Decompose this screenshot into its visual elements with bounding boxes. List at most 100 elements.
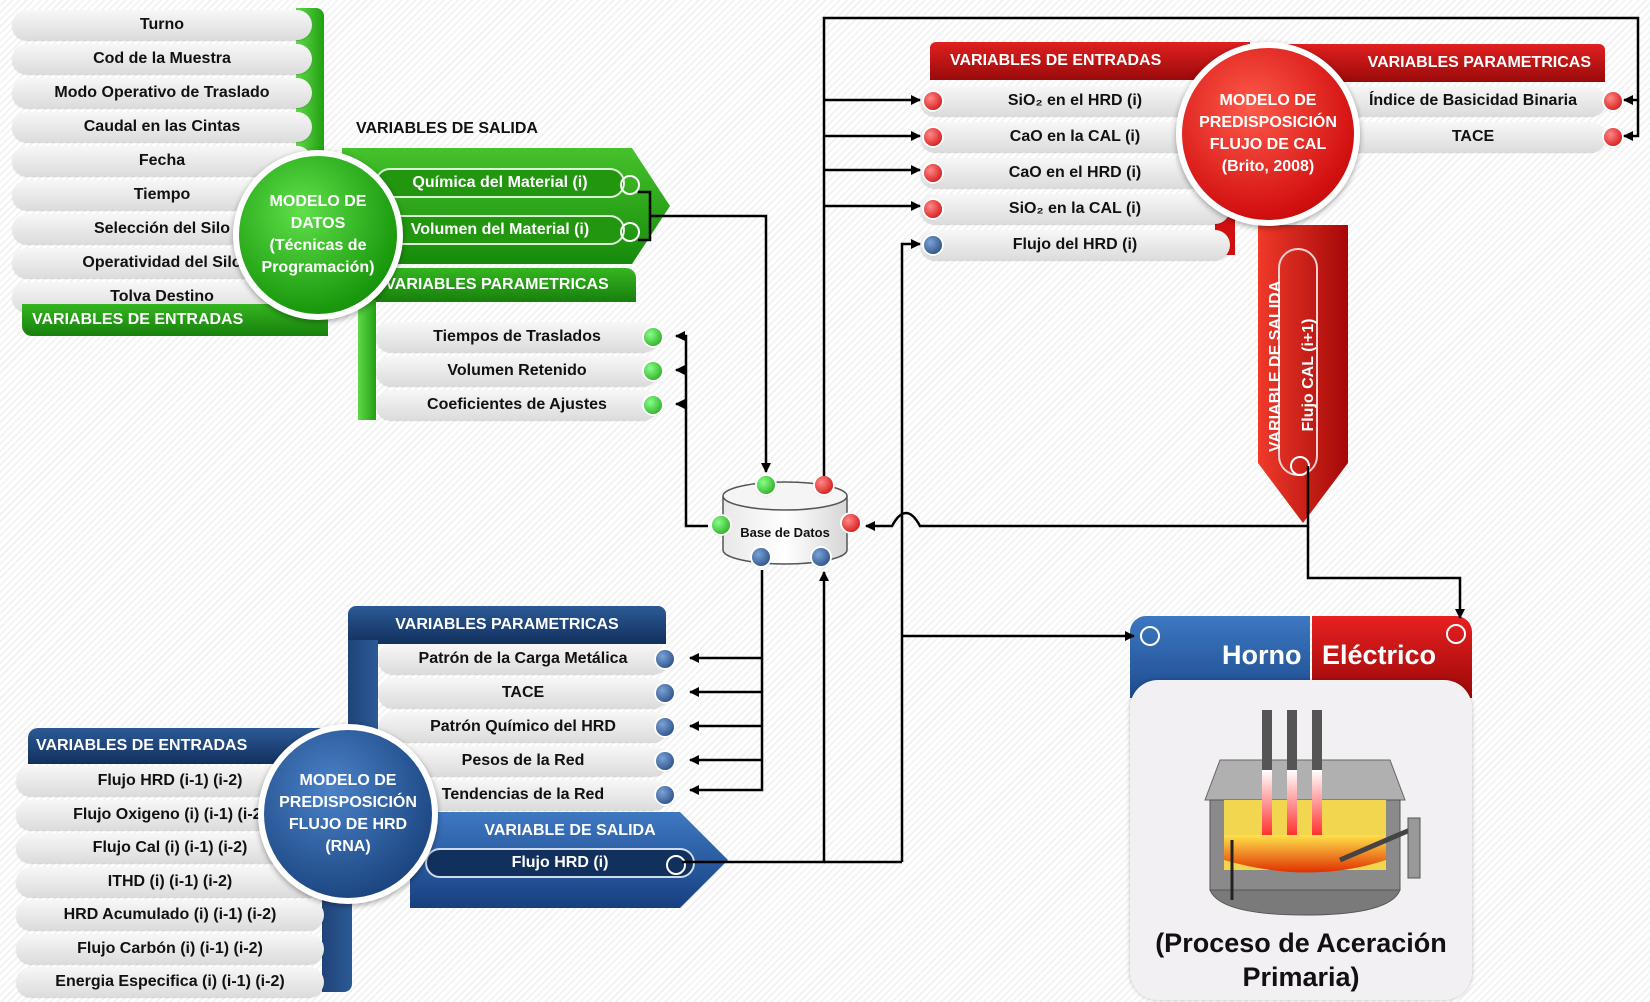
blue-input-item: ITHD (i) (i-1) (i-2) — [16, 866, 324, 897]
furnace-caption: (Proceso de Aceración Primaria) — [1155, 928, 1447, 992]
furnace-illustration — [1204, 710, 1421, 916]
blue-param-port — [656, 786, 674, 804]
green-input-item: Cod de la Muestra — [12, 44, 312, 74]
blue-output-pill: Flujo HRD (i) — [425, 848, 695, 878]
green-model-title: MODELO DE DATOS (Técnicas de Programació… — [261, 193, 375, 276]
green-input-item-label: Fecha — [138, 152, 186, 169]
blue-param-port — [656, 718, 674, 736]
green-output-1: Química del Material (i) — [412, 174, 588, 191]
red-param-item: Índice de Basicidad Binaria — [1340, 86, 1606, 116]
blue-param-item-label: TACE — [501, 684, 545, 701]
database-cylinder — [722, 481, 848, 565]
red-input-port — [924, 164, 942, 182]
green-input-item-label: Tiempo — [133, 186, 191, 203]
green-outputs-header: VARIABLES DE SALIDA — [356, 120, 538, 137]
blue-param-item-label: Tendencias de la Red — [441, 786, 605, 803]
blue-param-item-label: Patrón de la Carga Metálica — [418, 650, 628, 667]
green-param-port — [644, 328, 662, 346]
green-output-2-port — [620, 222, 640, 242]
green-output-pill-2: Volumen del Material (i) — [375, 215, 625, 245]
green-input-item-label: Caudal en las Cintas — [83, 118, 241, 135]
green-input-item-label: Operatividad del Silo — [82, 254, 242, 271]
red-model-title: MODELO DE PREDISPOSICIÓN FLUJO DE CAL (B… — [1199, 92, 1337, 175]
blue-input-item: Energia Especifica (i) (i-1) (i-2) — [16, 967, 324, 997]
db-port-blue-out — [752, 548, 770, 566]
blue-input-item-label: HRD Acumulado (i) (i-1) (i-2) — [63, 906, 277, 923]
red-param-item-label: TACE — [1451, 128, 1495, 145]
blue-param-item: Patrón de la Carga Metálica — [378, 644, 668, 674]
red-model-circle: MODELO DE PREDISPOSICIÓN FLUJO DE CAL (B… — [1176, 42, 1360, 226]
blue-input-item-label: Energia Especifica (i) (i-1) (i-2) — [55, 973, 285, 990]
red-input-item-label: CaO en la CAL (i) — [1009, 128, 1141, 145]
red-input-port — [924, 92, 942, 110]
database-label: Base de Datos — [740, 525, 830, 540]
green-input-item-label: Tolva Destino — [110, 288, 214, 305]
blue-output: Flujo HRD (i) — [511, 854, 609, 871]
green-param-port — [644, 396, 662, 414]
blue-param-item-label: Patrón Químico del HRD — [430, 718, 616, 735]
red-input-item-label: CaO en el HRD (i) — [1008, 164, 1142, 181]
green-output-2: Volumen del Material (i) — [410, 221, 590, 238]
green-param-item-label: Coeficientes de Ajustes — [427, 396, 607, 413]
furnace-port-blue — [1140, 626, 1160, 646]
green-input-item-label: Cod de la Muestra — [93, 50, 231, 67]
green-input-item-label: Turno — [139, 16, 185, 33]
blue-param-port — [656, 684, 674, 702]
blue-input-item-label: Flujo Oxigeno (i) (i-1) (i-2) — [73, 805, 267, 823]
green-param-item: Tiempos de Traslados — [376, 322, 658, 352]
green-input-item: Modo Operativo de Traslado — [12, 78, 312, 108]
red-param-item-label: Índice de Basicidad Binaria — [1368, 92, 1578, 109]
green-input-item: Turno — [12, 10, 312, 40]
red-output: Flujo CAL (i+1) — [1300, 318, 1317, 432]
green-input-item: Caudal en las Cintas — [12, 112, 312, 142]
green-input-item-label: Modo Operativo de Traslado — [54, 84, 270, 101]
blue-output-header: VARIABLE DE SALIDA — [484, 822, 656, 839]
red-param-item: TACE — [1340, 122, 1606, 152]
blue-param-item: TACE — [378, 678, 668, 708]
blue-input-item: HRD Acumulado (i) (i-1) (i-2) — [16, 900, 324, 930]
green-output-1-port — [620, 175, 640, 195]
blue-params-header: VARIABLES PARAMETRICAS — [348, 606, 666, 644]
red-input-item-label: Flujo del HRD (i) — [1012, 236, 1138, 253]
green-model-circle: MODELO DE DATOS (Técnicas de Programació… — [233, 150, 403, 320]
furnace-port-red — [1446, 624, 1466, 644]
green-param-item: Coeficientes de Ajustes — [376, 390, 658, 420]
green-output-pill-1: Química del Material (i) — [375, 168, 625, 198]
blue-input-item-label: Flujo Cal (i) (i-1) (i-2) — [92, 839, 248, 856]
green-param-port — [644, 362, 662, 380]
red-input-port — [924, 128, 942, 146]
blue-input-item: Flujo Carbón (i) (i-1) (i-2) — [16, 933, 324, 964]
green-inputs-header: VARIABLES DE ENTRADAS — [22, 304, 328, 336]
red-output-header: VARIABLE DE SALIDA — [1267, 280, 1284, 452]
green-param-item-label: Tiempos de Traslados — [433, 328, 601, 345]
db-port-green-out — [712, 516, 730, 534]
blue-model-circle: MODELO DE PREDISPOSICIÓN FLUJO DE HRD (R… — [258, 724, 438, 904]
blue-model-title: MODELO DE PREDISPOSICIÓN FLUJO DE HRD (R… — [279, 772, 417, 855]
blue-input-item-label: Flujo HRD (i-1) (i-2) — [97, 772, 243, 789]
blue-param-port — [656, 752, 674, 770]
blue-input-item-label: Flujo Carbón (i) (i-1) (i-2) — [77, 939, 263, 957]
furnace-word-1: Horno — [1222, 640, 1302, 670]
red-param-port — [1604, 92, 1622, 110]
furnace-word-2: Eléctrico — [1322, 640, 1437, 670]
red-input-port — [924, 200, 942, 218]
blue-input-item-label: ITHD (i) (i-1) (i-2) — [107, 872, 233, 890]
blue-output-port — [666, 855, 686, 875]
red-input-port — [924, 236, 942, 254]
red-input-item: Flujo del HRD (i) — [920, 230, 1230, 260]
db-port-red-in — [842, 514, 860, 532]
green-param-item: Volumen Retenido — [376, 356, 658, 386]
red-input-item-label: SiO₂ en la CAL (i) — [1008, 200, 1142, 217]
red-input-item: SiO₂ en la CAL (i) — [920, 194, 1230, 224]
blue-param-item-label: Pesos de la Red — [461, 752, 585, 769]
green-param-item-label: Volumen Retenido — [447, 362, 587, 379]
db-port-blue-in — [812, 548, 830, 566]
green-params-spine — [358, 300, 376, 420]
red-output-port — [1290, 456, 1310, 476]
blue-param-port — [656, 650, 674, 668]
red-input-item-label: SiO₂ en el HRD (i) — [1007, 92, 1143, 109]
blue-param-item: Patrón Químico del HRD — [378, 712, 668, 742]
green-params-header: VARIABLES PARAMETRICAS — [358, 268, 636, 302]
red-param-port — [1604, 128, 1622, 146]
db-port-green-in — [757, 476, 775, 494]
